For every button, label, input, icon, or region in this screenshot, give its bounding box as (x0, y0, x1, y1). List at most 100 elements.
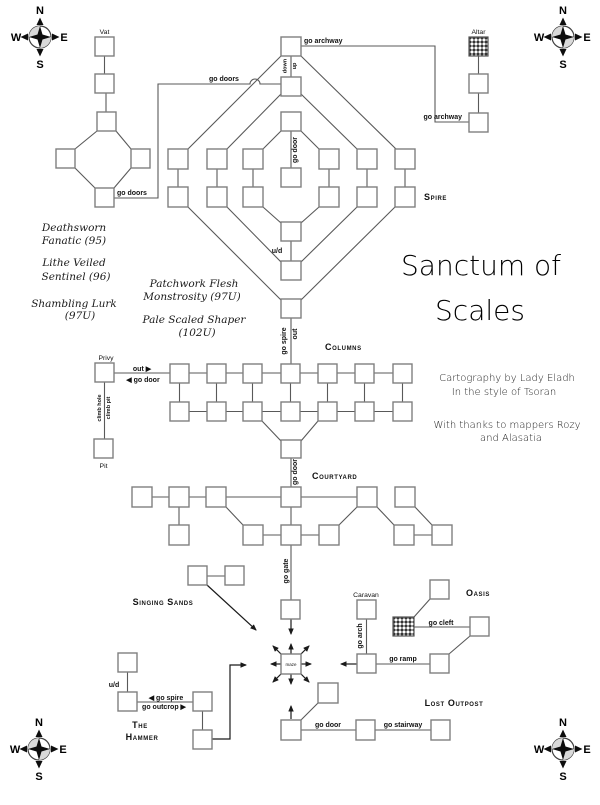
room (280, 167, 302, 188)
privy-out-label: out ▶ (133, 366, 152, 373)
credits-line4: and Alasatia (480, 433, 542, 444)
room-pit (93, 438, 114, 459)
map-title-line1: Sanctum of (401, 249, 561, 282)
room (392, 363, 413, 384)
compass-top-left (10, 4, 69, 72)
hammer-to-maze-arrow (212, 662, 247, 740)
rooms (55, 36, 490, 750)
room (167, 186, 189, 208)
compass-bottom-left (9, 716, 68, 784)
room-caravan (356, 599, 377, 620)
room-altar (468, 36, 489, 57)
go-door-outpost-label: go door (315, 722, 341, 729)
go-cleft-label: go cleft (429, 620, 455, 627)
pit-label: Pit (100, 463, 108, 470)
go-gate-label: go gate (283, 558, 290, 583)
room (280, 111, 302, 132)
room-vat (94, 36, 115, 57)
compass-top-right (533, 4, 592, 72)
room (280, 524, 302, 546)
lost-outpost-area-label: Lost Outpost (425, 698, 484, 708)
room (280, 76, 302, 97)
room (242, 186, 264, 208)
room (167, 148, 189, 170)
singing-sands-area-label: Singing Sands (133, 597, 194, 607)
room (169, 401, 190, 422)
go-door-courtyard-label: go door (292, 459, 299, 485)
creature-name: Fanatic (95) (41, 235, 106, 247)
room (224, 565, 245, 586)
room (356, 186, 378, 208)
room (394, 486, 416, 508)
creature-name: Pale Scaled Shaper (142, 314, 247, 326)
room (354, 363, 375, 384)
columns-area-label: Columns (325, 342, 362, 352)
room-spire-top (280, 36, 302, 57)
room (187, 565, 208, 586)
creature-name: Lithe Veiled (41, 257, 106, 269)
creature-list: Deathsworn Fanatic (95) Lithe Veiled Sen… (31, 222, 246, 339)
go-door-spire-label: go door (292, 137, 299, 163)
room (206, 401, 227, 422)
creature-name: Monstrosity (97U) (142, 291, 240, 303)
room-maze (280, 653, 302, 675)
privy-go-door-label: ◀ go door (125, 377, 160, 384)
room (280, 486, 302, 508)
maze-arrow-sw (272, 673, 282, 683)
maze-exit-arrows (270, 643, 312, 685)
room (280, 719, 302, 741)
go-ramp-label: go ramp (389, 656, 417, 663)
room (242, 524, 264, 546)
maze-arrow-nw (272, 645, 282, 655)
room (169, 363, 190, 384)
credits-line3: With thanks to mappers Rozy (433, 420, 580, 431)
room (280, 599, 301, 620)
go-stairway-label: go stairway (384, 722, 423, 729)
courtyard-area-label: Courtyard (312, 471, 357, 481)
room (168, 524, 190, 546)
oasis-area-label: Oasis (466, 588, 490, 598)
altar-lines (301, 45, 480, 123)
creature-name: (97U) (65, 310, 95, 322)
room (318, 186, 340, 208)
columns-lines (103, 372, 404, 487)
out-spire-label: out (292, 328, 299, 340)
room (131, 486, 153, 508)
room (192, 691, 213, 712)
room (356, 148, 378, 170)
hammer-go-outcrop-label: go outcrop ▶ (142, 704, 186, 711)
go-doors-lower-label: go doors (117, 190, 147, 197)
creature-name: (102U) (178, 327, 215, 339)
labels: Vat Altar Privy Pit Caravan maze go arch… (31, 29, 580, 742)
room (280, 260, 302, 281)
room (117, 691, 138, 712)
room (356, 653, 377, 674)
room (318, 148, 340, 170)
connections (74, 45, 480, 740)
spire-lines (177, 55, 406, 364)
room (96, 111, 117, 132)
room (394, 148, 416, 170)
room (280, 401, 301, 422)
room (394, 186, 416, 208)
room (317, 401, 338, 422)
hammer-ud-label: u/d (109, 682, 120, 689)
hammer-area-label-line2: Hammer (126, 732, 159, 742)
credits-line1: Cartography by Lady Eladh (439, 373, 575, 384)
ud-spire-label: u/d (272, 248, 283, 255)
room (430, 719, 451, 741)
room-cleft-hatched (392, 616, 415, 637)
creature-name: Sentinel (96) (42, 271, 111, 283)
room (117, 652, 138, 673)
room (393, 524, 415, 546)
room (94, 73, 115, 94)
go-archway-altar-label: go archway (423, 114, 462, 121)
altar-label: Altar (472, 29, 487, 36)
room (55, 148, 76, 169)
singing-sands-to-maze-arrow (206, 584, 257, 631)
vat-label: Vat (100, 29, 110, 36)
maze-arrow-ne (300, 645, 310, 655)
room (469, 616, 490, 637)
room (168, 486, 190, 508)
